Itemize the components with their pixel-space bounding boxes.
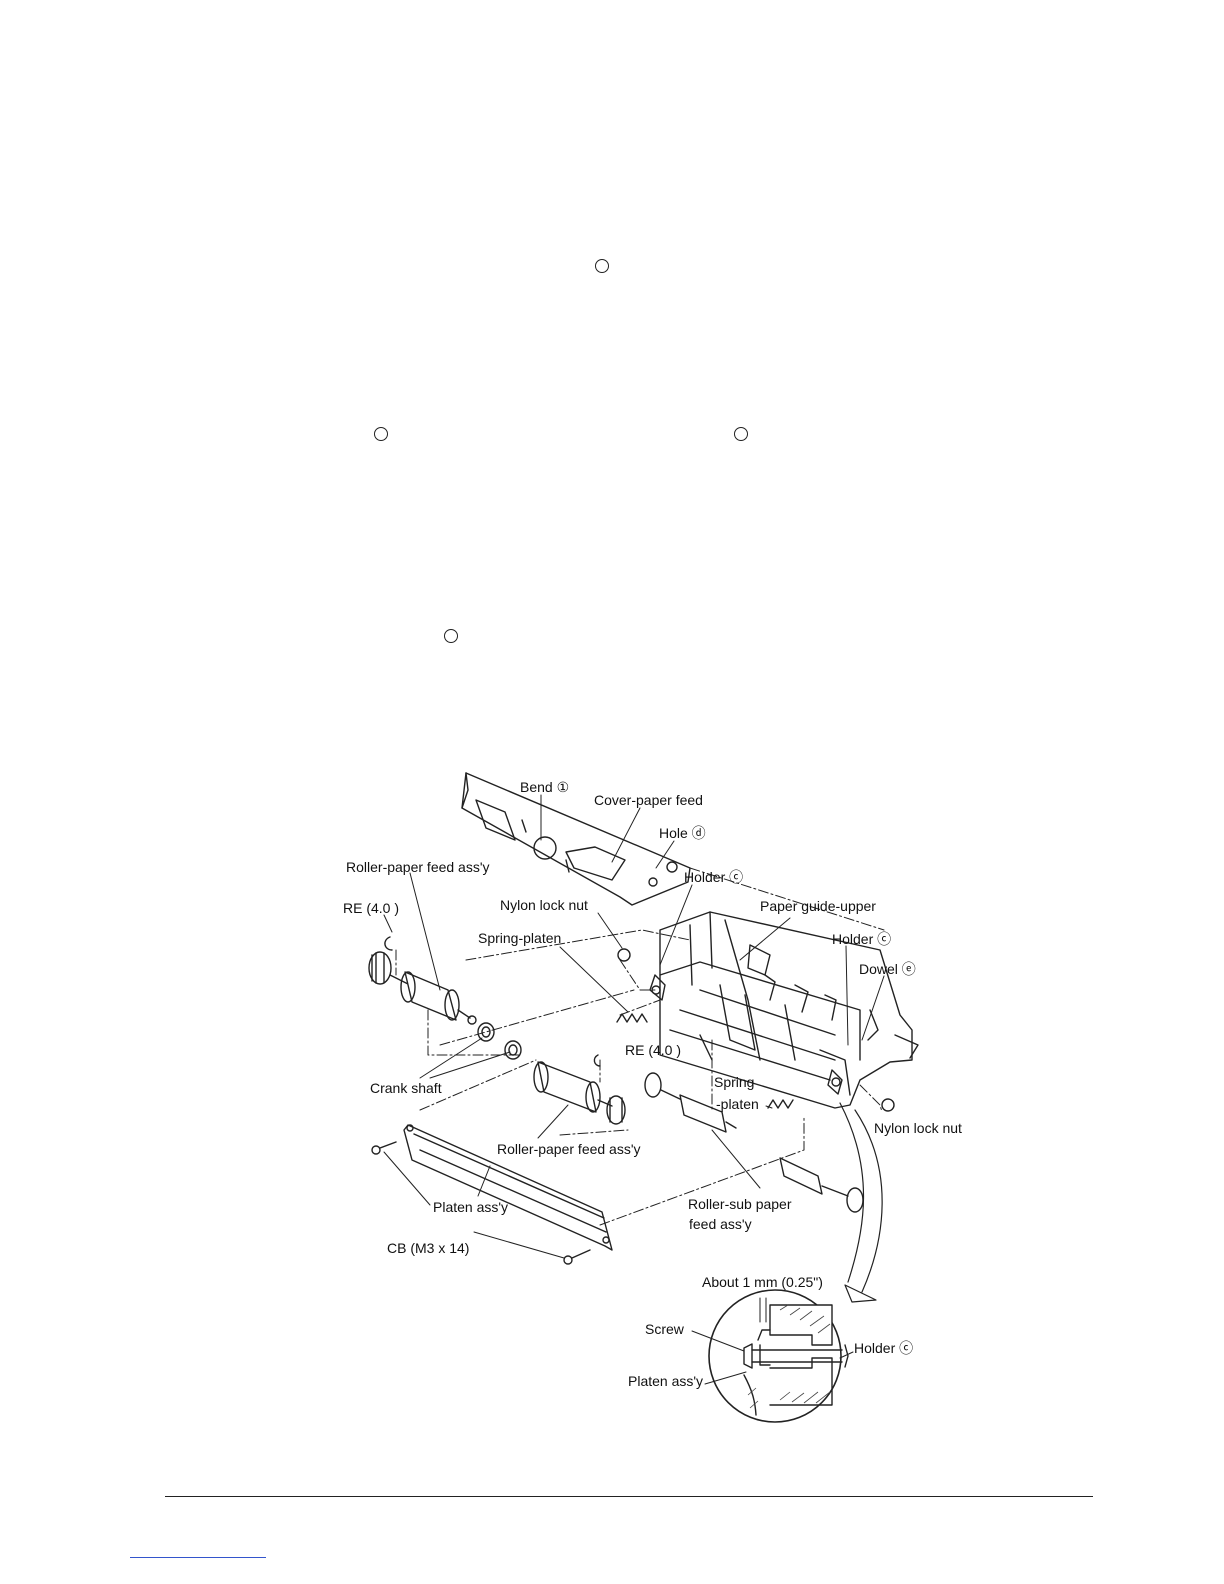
spring-platen-1-part [616,1013,648,1023]
label-holder-c-1: Holder ⓒ [684,869,743,885]
nylon-lock-nut-top-part [617,948,631,962]
circle-marker-2 [374,427,388,441]
label-platen-assy-detail: Platen ass'y [628,1373,703,1389]
re-clip-top [384,936,393,951]
label-roller-sub-line2: feed ass'y [689,1216,752,1232]
circle-marker-3 [734,427,748,441]
label-roller-paper-feed-bottom: Roller-paper feed ass'y [497,1141,641,1157]
label-hole: Hole ⓓ [659,825,706,841]
label-nylon-lock-nut-right: Nylon lock nut [874,1120,962,1136]
label-cb-screw: CB (M3 x 14) [387,1240,469,1256]
crank-shaft-ring-1 [477,1022,495,1042]
crank-shaft-ring-2 [504,1040,522,1060]
label-holder-c-3: Holder ⓒ [854,1340,913,1356]
roller-sub-paper-feed-part [644,1072,864,1213]
nylon-lock-nut-right-part [881,1098,895,1112]
label-cover-paper-feed: Cover-paper feed [594,792,703,808]
label-about-1mm: About 1 mm (0.25") [702,1274,823,1290]
label-spring-line2: -platen [716,1096,759,1112]
paper-guide-upper-part [649,911,919,1109]
label-crank-shaft: Crank shaft [370,1080,442,1096]
label-spring-line1: Spring [714,1074,754,1090]
spring-platen-2-part [767,1099,794,1109]
label-platen-assy: Platen ass'y [433,1199,508,1215]
footer-divider [165,1496,1093,1497]
roller-paper-feed-bottom-part [533,1061,626,1125]
label-dowel: Dowel ⓔ [859,961,916,977]
label-bend: Bend ① [520,779,569,795]
holder-detail-callout [691,1289,854,1423]
label-spring-platen-1: Spring-platen [478,930,561,946]
footer-link-underline[interactable] [130,1557,266,1558]
roller-paper-feed-top-part [368,951,477,1025]
label-holder-c-2: Holder ⓒ [832,931,891,947]
circle-marker-1 [595,259,609,273]
cb-screw-parts [371,1141,591,1265]
platen-assy-part [403,1124,613,1251]
label-roller-paper-feed-top: Roller-paper feed ass'y [346,859,490,875]
label-paper-guide-upper: Paper guide-upper [760,898,876,914]
circle-marker-4 [444,629,458,643]
label-screw: Screw [645,1321,685,1337]
re-clip-mid [593,1054,601,1067]
label-roller-sub-line1: Roller-sub paper [688,1196,792,1212]
label-re-top: RE (4.0 ) [343,900,399,916]
label-re-mid: RE (4.0 ) [625,1042,681,1058]
label-nylon-lock-nut-top: Nylon lock nut [500,897,588,913]
